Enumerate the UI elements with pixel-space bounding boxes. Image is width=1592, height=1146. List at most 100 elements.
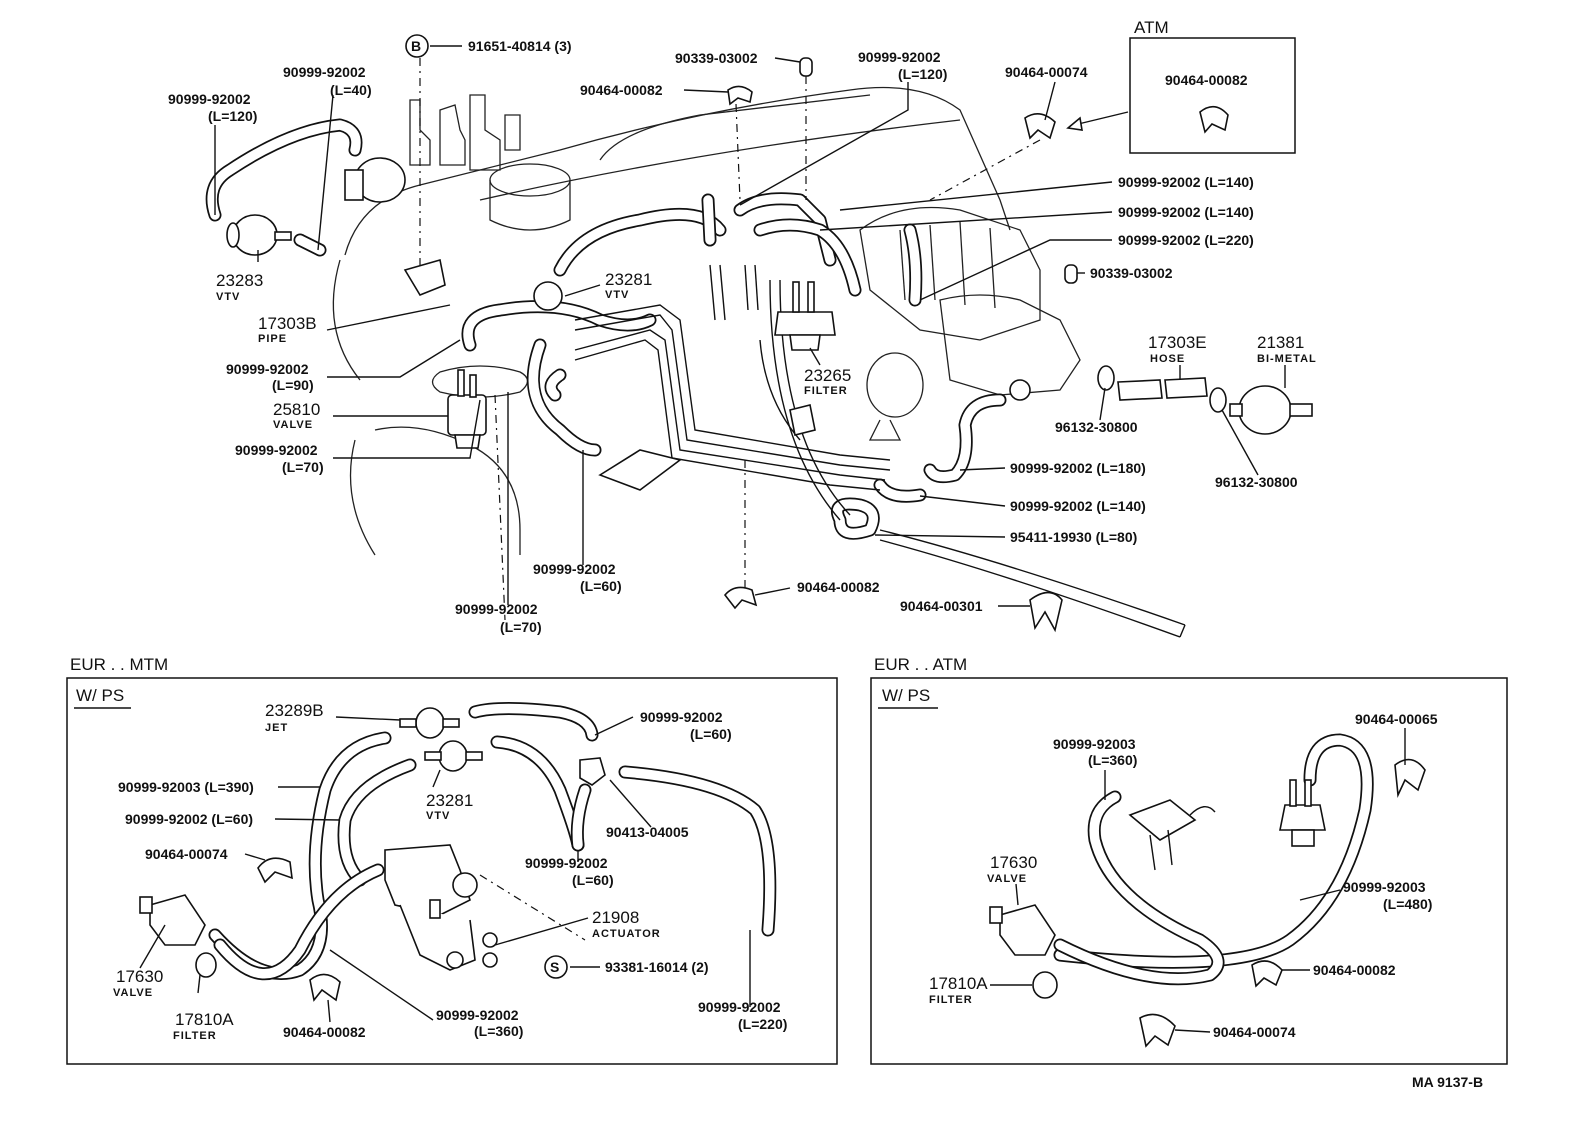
eur-mtm-sub: W/ PS: [76, 686, 124, 705]
atm-label-h480-len: (L=480): [1383, 896, 1432, 912]
label-h60a-len: (L=60): [580, 578, 622, 594]
atm-label-filter-num: 17810A: [929, 974, 988, 993]
mtm-label-h220: 90999-92002: [698, 999, 781, 1015]
mtm-label-jet-name: JET: [265, 722, 288, 734]
label-clamp-atm: 90464-00074: [1005, 64, 1088, 80]
label-h180: 90999-92002 (L=180): [1010, 460, 1146, 476]
mtm-label-tee: 90413-04005: [606, 824, 689, 840]
label-filter-name: FILTER: [804, 385, 848, 397]
label-bimetal-name: BI-METAL: [1257, 353, 1317, 365]
label-h120a-len: (L=120): [208, 108, 257, 124]
label-h120b-len: (L=120): [898, 66, 947, 82]
engine-sketch: [332, 86, 1081, 556]
actuator-21908: [384, 844, 471, 916]
eur-atm-box: [870, 677, 1508, 1065]
mtm-label-act-name: ACTUATOR: [592, 928, 661, 940]
vtv-23281: [438, 740, 468, 772]
mtm-label-h60r-len: (L=60): [690, 726, 732, 742]
label-pipe-num: 17303B: [258, 314, 317, 333]
mtm-label-clamp82: 90464-00082: [283, 1024, 366, 1040]
top-leaders: [214, 45, 1286, 607]
atm-label-valve-name: VALVE: [987, 873, 1027, 885]
mtm-label-h360-len: (L=360): [474, 1023, 523, 1039]
eur-mtm-box: [66, 677, 838, 1065]
label-h70b: 90999-92002: [455, 601, 538, 617]
mtm-label-clamp74: 90464-00074: [145, 846, 228, 862]
label-h90-len: (L=90): [272, 377, 314, 393]
atm-inset-title: ATM: [1134, 18, 1169, 37]
label-valve-num: 25810: [273, 400, 320, 419]
label-clamp1: 90464-00082: [580, 82, 663, 98]
label-h60a: 90999-92002: [533, 561, 616, 577]
label-h140b: 90999-92002 (L=140): [1118, 204, 1254, 220]
label-h70b-len: (L=70): [500, 619, 542, 635]
label-h220: 90999-92002 (L=220): [1118, 232, 1254, 248]
eur-mtm-section: EUR . . MTM W/ PS: [66, 655, 838, 1065]
label-cap1: 90339-03002: [675, 50, 758, 66]
atm-label-h360-len: (L=360): [1088, 752, 1137, 768]
label-hose-name: HOSE: [1150, 353, 1185, 365]
top-hoses: [205, 118, 1186, 638]
label-vtv1-name: VTV: [216, 291, 240, 303]
atm-label-clamp74: 90464-00074: [1213, 1024, 1296, 1040]
label-h40: 90999-92002: [283, 64, 366, 80]
jet-23289b: [415, 707, 445, 739]
valve-17630: [149, 894, 206, 946]
label-clamp3: 90464-00301: [900, 598, 983, 614]
mtm-label-filter-num: 17810A: [175, 1010, 234, 1029]
label-h70a-len: (L=70): [282, 459, 324, 475]
label-valve-name: VALVE: [273, 419, 313, 431]
mtm-label-act-num: 21908: [592, 908, 639, 927]
mtm-label-h220-len: (L=220): [738, 1016, 787, 1032]
mtm-label-vtv-num: 23281: [426, 791, 473, 810]
label-h80: 95411-19930 (L=80): [1010, 529, 1137, 545]
mtm-label-h60m: 90999-92002: [525, 855, 608, 871]
atm-label-h360: 90999-92003: [1053, 736, 1136, 752]
label-filter-num: 23265: [804, 366, 851, 385]
mtm-label-h60l: 90999-92002 (L=60): [125, 811, 253, 827]
atm-label-h480: 90999-92003: [1343, 879, 1426, 895]
atm-label-filter-name: FILTER: [929, 994, 973, 1006]
label-cap2: 90339-03002: [1090, 265, 1173, 281]
atm-clamp-icon: [1199, 105, 1229, 134]
mtm-label-h360: 90999-92002: [436, 1007, 519, 1023]
label-h120b: 90999-92002: [858, 49, 941, 65]
atm-label-valve-num: 17630: [990, 853, 1037, 872]
top-reference-lines: [419, 58, 1041, 621]
tee-90413: [579, 757, 606, 786]
label-vtv2-name: VTV: [605, 289, 629, 301]
label-hose-num: 17303E: [1148, 333, 1207, 352]
label-vtv2-num: 23281: [605, 270, 652, 289]
top-labels: B 91651-40814 (3) 90339-03002 90464-0008…: [168, 34, 1317, 635]
mtm-screw-callout: S: [550, 959, 559, 975]
mtm-label-h60m-len: (L=60): [572, 872, 614, 888]
mtm-label-h390: 90999-92003 (L=390): [118, 779, 254, 795]
label-h90: 90999-92002: [226, 361, 309, 377]
label-clip1: 96132-30800: [1055, 419, 1138, 435]
mtm-label-filter-name: FILTER: [173, 1030, 217, 1042]
atm-inset-part: 90464-00082: [1165, 72, 1248, 88]
eur-mtm-title: EUR . . MTM: [70, 655, 168, 674]
label-bimetal-num: 21381: [1257, 333, 1304, 352]
mtm-label-jet-num: 23289B: [265, 701, 324, 720]
label-h40-len: (L=40): [330, 82, 372, 98]
label-clip2: 96132-30800: [1215, 474, 1298, 490]
label-h70a: 90999-92002: [235, 442, 318, 458]
atm-label-clamp65: 90464-00065: [1355, 711, 1438, 727]
eur-atm-sub: W/ PS: [882, 686, 930, 705]
bolt-callout: B: [411, 38, 421, 54]
filter-17810a: [195, 952, 217, 978]
label-pipe-name: PIPE: [258, 333, 287, 345]
mtm-label-valve-num: 17630: [116, 967, 163, 986]
label-clamp2: 90464-00082: [797, 579, 880, 595]
mtm-label-h60r: 90999-92002: [640, 709, 723, 725]
mtm-label-screw: 93381-16014 (2): [605, 959, 709, 975]
atm-inset: ATM 90464-00082: [1129, 18, 1296, 154]
top-parts: [226, 57, 1313, 633]
label-h140c: 90999-92002 (L=140): [1010, 498, 1146, 514]
atm-valve-17630: [999, 904, 1056, 956]
mtm-label-valve-name: VALVE: [113, 987, 153, 999]
atm-label-clamp82: 90464-00082: [1313, 962, 1396, 978]
page-code: MA 9137-B: [1412, 1074, 1483, 1090]
mtm-label-vtv-name: VTV: [426, 810, 450, 822]
